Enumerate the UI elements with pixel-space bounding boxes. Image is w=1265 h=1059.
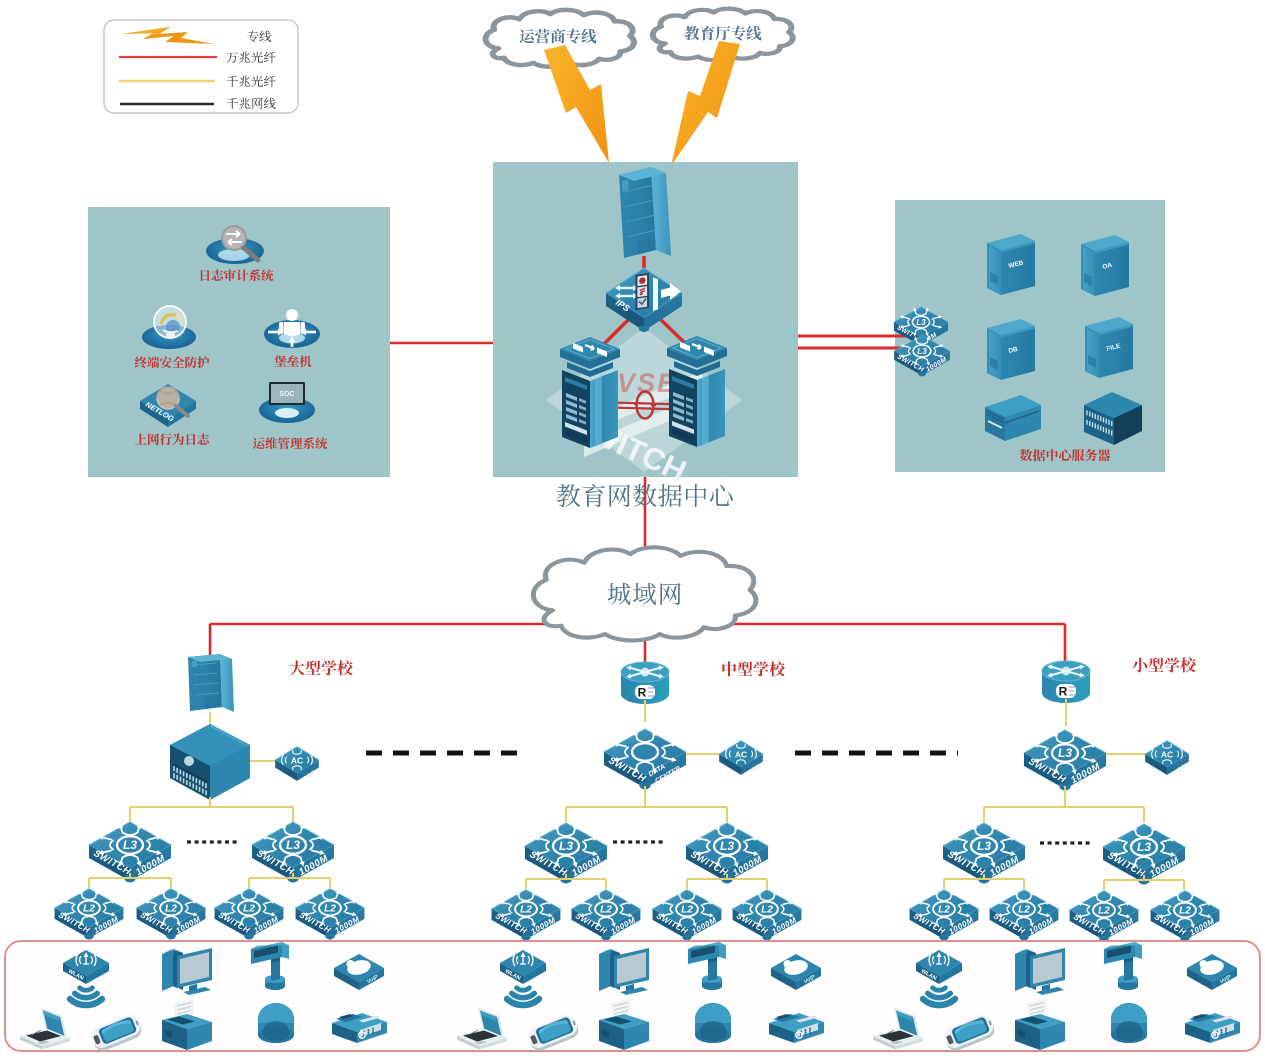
svg-text:VoIP: VoIP	[366, 974, 380, 985]
svg-text:AC: AC	[735, 749, 747, 759]
svg-text:L2: L2	[1179, 906, 1191, 917]
svg-text:L2: L2	[520, 905, 532, 916]
svg-text:AC: AC	[1161, 749, 1173, 759]
svg-text:L3: L3	[720, 839, 734, 853]
svg-text:L3: L3	[1137, 840, 1151, 854]
svg-text:L3: L3	[751, 764, 760, 773]
svg-text:L2: L2	[938, 905, 950, 916]
svg-text:L2: L2	[165, 904, 177, 915]
svg-text:OA: OA	[1102, 262, 1113, 271]
svg-text:L3: L3	[1058, 746, 1072, 760]
svg-text:L2: L2	[1018, 905, 1030, 916]
svg-text:L2: L2	[761, 905, 773, 916]
svg-text:R: R	[638, 686, 647, 700]
svg-text:L2: L2	[83, 904, 95, 915]
svg-text:L3: L3	[1177, 764, 1186, 773]
svg-text:VoIP: VoIP	[1219, 974, 1233, 985]
svg-text:VoIP: VoIP	[803, 974, 817, 985]
svg-text:L3: L3	[917, 347, 927, 356]
svg-text:L3: L3	[559, 839, 573, 853]
svg-text:L2: L2	[681, 905, 693, 916]
svg-text:SOC: SOC	[279, 391, 294, 398]
svg-text:L3: L3	[307, 770, 316, 779]
svg-text:AC: AC	[291, 755, 303, 765]
svg-text:L2: L2	[243, 904, 255, 915]
svg-text:L2: L2	[1098, 906, 1110, 917]
svg-text:L3: L3	[123, 838, 137, 852]
svg-text:L3: L3	[286, 838, 300, 852]
svg-text:FILE: FILE	[1106, 343, 1122, 353]
svg-text:DB: DB	[1008, 346, 1019, 355]
svg-text:L3: L3	[977, 839, 991, 853]
svg-text:L2: L2	[600, 905, 612, 916]
svg-text:WEB: WEB	[1008, 259, 1025, 270]
svg-text:VSE: VSE	[617, 368, 677, 398]
svg-text:L2: L2	[324, 904, 336, 915]
svg-text:R: R	[1059, 685, 1068, 699]
svg-text:L3: L3	[916, 318, 926, 327]
